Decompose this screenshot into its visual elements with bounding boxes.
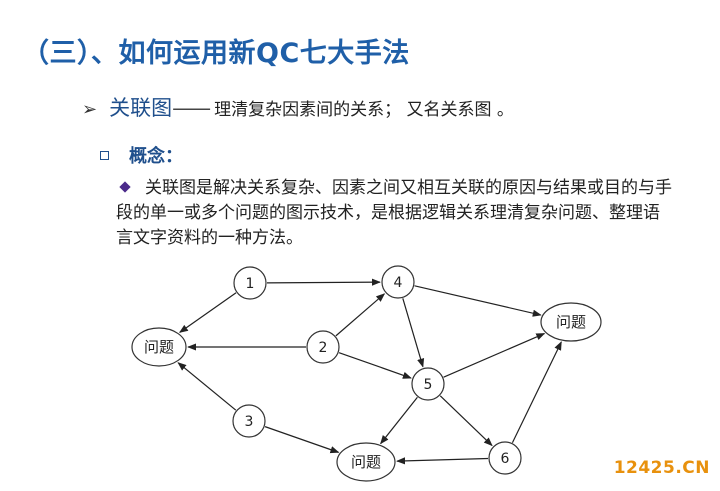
node-shape <box>411 367 445 401</box>
node-5: 5 <box>411 367 445 401</box>
edge-6-to-problem_right <box>511 341 562 443</box>
node-4: 4 <box>381 265 415 299</box>
edge-6-to-problem_bottom <box>396 457 489 465</box>
edge-1-to-4 <box>266 278 381 286</box>
node-label: 问题 <box>556 313 586 331</box>
node-label: 2 <box>319 340 328 356</box>
node-problem-right: 问题 <box>540 302 602 342</box>
node-3: 3 <box>232 404 266 438</box>
node-1: 1 <box>233 266 267 300</box>
node-shape <box>306 330 340 364</box>
edge-3-to-problem_bottom <box>264 426 340 454</box>
node-shape <box>233 266 267 300</box>
concept-paragraph: 关联图是解决关系复杂、因素之间又相互关联的原因与结果或目的与手段的单一或多个问题… <box>116 176 676 251</box>
edge-5-to-problem_right <box>443 332 546 378</box>
edge-5-to-6 <box>439 395 493 447</box>
node-label: 4 <box>394 275 403 291</box>
node-2: 2 <box>306 330 340 364</box>
diagram-edges <box>177 278 562 465</box>
bullet-description: 理清复杂因素间的关系； 又名关系图 。 <box>214 100 514 120</box>
node-label: 问题 <box>351 453 381 471</box>
bullet-relation-diagram: ➢ 关联图 —— 理清复杂因素间的关系； 又名关系图 。 <box>82 92 514 122</box>
edge-4-to-5 <box>402 298 425 368</box>
node-label: 问题 <box>144 338 174 356</box>
node-label: 1 <box>246 276 255 292</box>
node-shape <box>131 327 187 367</box>
node-shape <box>540 302 602 342</box>
concept-text: 关联图是解决关系复杂、因素之间又相互关联的原因与结果或目的与手段的单一或多个问题… <box>116 178 672 248</box>
square-bullet-icon <box>100 150 109 160</box>
node-6: 6 <box>488 441 522 475</box>
watermark: 12425.CN <box>613 458 710 478</box>
node-problem-bottom: 问题 <box>336 442 396 482</box>
bullet-dash: —— <box>172 96 211 120</box>
concept-label: 概念： <box>129 146 183 167</box>
node-shape <box>336 442 396 482</box>
edge-4-to-problem_right <box>414 285 542 317</box>
node-shape <box>488 441 522 475</box>
edge-3-to-problem_left <box>177 362 237 411</box>
edge-2-to-4 <box>335 293 386 337</box>
slide-title: （三）、如何运用新QC七大手法 <box>22 38 410 69</box>
bullet-concept: 概念： <box>100 142 183 168</box>
node-problem-left: 问题 <box>131 327 187 367</box>
bullet-lead-term: 关联图 <box>109 96 173 120</box>
node-shape <box>232 404 266 438</box>
node-shape <box>381 265 415 299</box>
edge-5-to-problem_bottom <box>380 396 418 445</box>
node-label: 5 <box>424 377 433 393</box>
node-label: 3 <box>245 414 254 430</box>
edge-2-to-5 <box>338 352 412 379</box>
node-label: 6 <box>501 451 510 467</box>
edge-1-to-problem_left <box>178 292 237 333</box>
arrow-bullet-icon: ➢ <box>82 99 98 120</box>
